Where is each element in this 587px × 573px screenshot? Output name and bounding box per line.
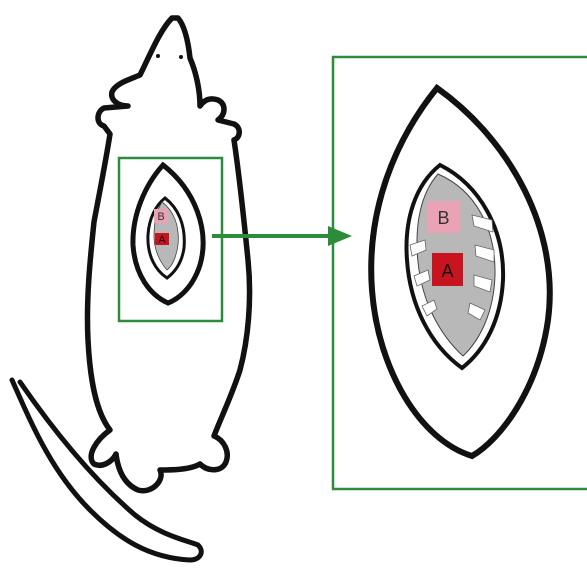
small-incision: B A bbox=[130, 161, 206, 306]
small-highlight-frame bbox=[117, 156, 224, 323]
small-label-a-box bbox=[155, 233, 169, 245]
large-rib-gaps bbox=[409, 214, 495, 321]
small-label-b-box bbox=[154, 209, 168, 223]
small-label-b: B bbox=[157, 211, 164, 223]
large-label-a-box bbox=[432, 253, 463, 286]
small-label-a: A bbox=[158, 234, 166, 246]
mouse-eye-right bbox=[179, 55, 183, 59]
large-label-b-box bbox=[427, 201, 460, 233]
large-label-a: A bbox=[441, 261, 453, 281]
mouse-figure bbox=[9, 15, 253, 563]
mouse-tail bbox=[9, 377, 204, 563]
large-incision: B A bbox=[368, 83, 553, 460]
mouse-eye-left bbox=[156, 54, 160, 58]
large-label-b: B bbox=[437, 208, 449, 228]
zoom-frame bbox=[331, 55, 587, 491]
